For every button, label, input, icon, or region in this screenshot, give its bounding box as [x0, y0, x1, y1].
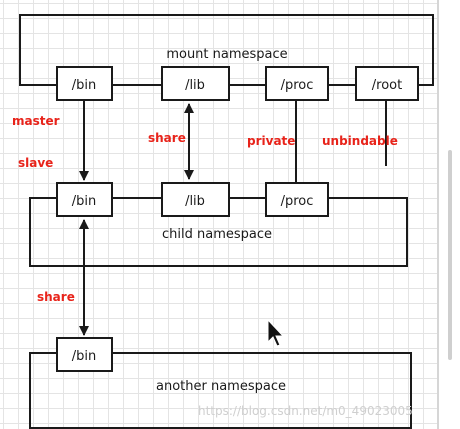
mount-dir-bin-box [56, 66, 113, 101]
mount-namespace-border [19, 14, 434, 86]
master-label: master [12, 114, 60, 128]
mount-dir-proc-box [265, 66, 329, 101]
mount-namespace-label: mount namespace [166, 47, 287, 62]
child-dir-proc-box [265, 182, 329, 217]
another-dir-bin-box [56, 337, 113, 372]
another-namespace-border [29, 352, 412, 429]
mount-dir-proc-label: /proc [281, 78, 314, 93]
child-dir-lib-label: /lib [185, 194, 205, 209]
mount-dir-bin-label: /bin [72, 78, 96, 93]
child-dir-lib-box [161, 182, 230, 217]
child-dir-bin-label: /bin [72, 194, 96, 209]
child-namespace-label: child namespace [162, 227, 272, 242]
unbindable-label: unbindable [322, 134, 398, 148]
share-label-bottom: share [37, 290, 75, 304]
right-scroll-strip [437, 0, 460, 429]
mount-dir-lib-box [161, 66, 230, 101]
private-label: private [247, 134, 295, 148]
child-dir-proc-label: /proc [281, 194, 314, 209]
another-namespace-label: another namespace [156, 379, 286, 394]
watermark: https://blog.csdn.net/m0_49023005 [198, 404, 413, 418]
mouse-cursor-icon [267, 318, 285, 347]
slave-label: slave [18, 156, 53, 170]
mount-dir-root-label: /root [372, 78, 402, 93]
child-dir-bin-box [56, 182, 113, 217]
scrollbar-thumb[interactable] [448, 150, 452, 360]
another-dir-bin-label: /bin [72, 349, 96, 364]
share-label-top: share [148, 131, 186, 145]
mount-dir-lib-label: /lib [185, 78, 205, 93]
